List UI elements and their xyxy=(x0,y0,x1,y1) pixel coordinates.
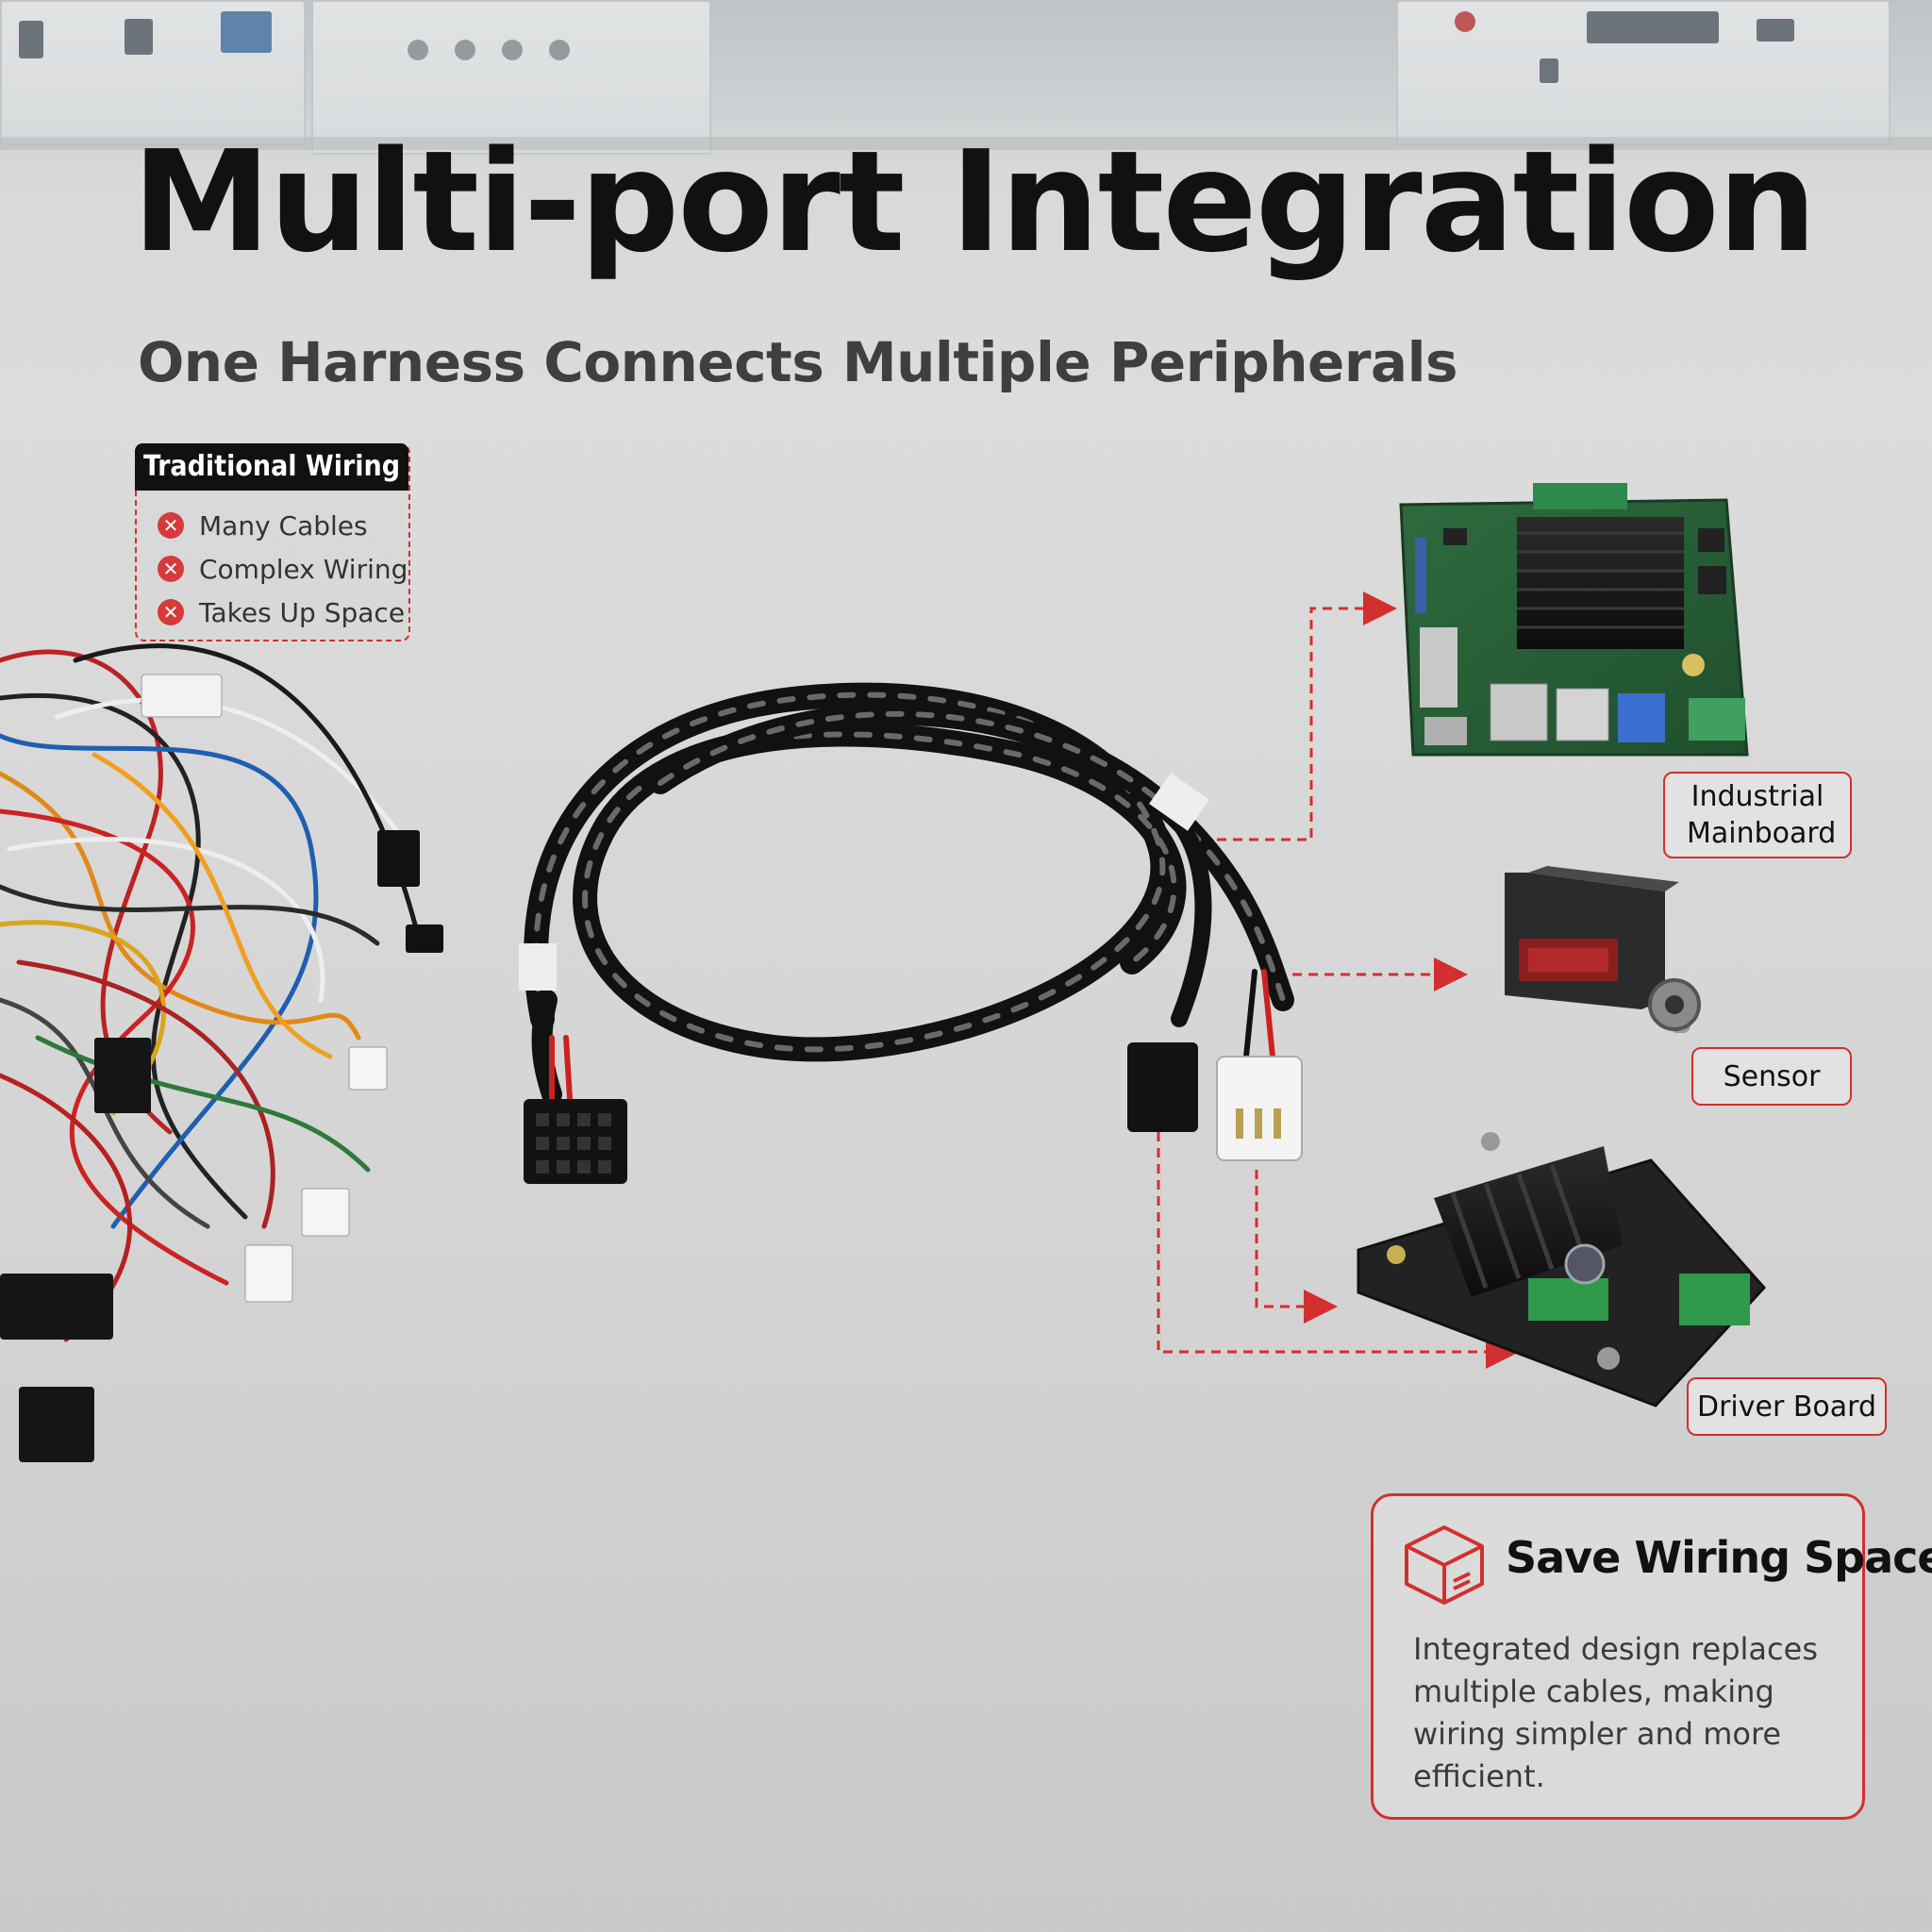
loose-connectors xyxy=(0,674,443,1462)
benefit-description: Integrated design replaces multiple cabl… xyxy=(1413,1631,1818,1794)
list-item-label: Many Cables xyxy=(199,509,368,541)
list-item: ✕ Takes Up Space xyxy=(158,591,408,634)
page-title: Multi-port Integration xyxy=(132,121,1817,283)
lab-background xyxy=(0,0,1932,165)
label-driver-board: Driver Board xyxy=(1687,1377,1887,1436)
lab-equipment xyxy=(0,0,306,145)
page-subtitle: One Harness Connects Multiple Peripheral… xyxy=(138,330,1457,394)
list-item-label: Complex Wiring xyxy=(199,553,408,585)
box-icon xyxy=(1405,1525,1484,1605)
traditional-wiring-heading: Traditional Wiring xyxy=(135,443,408,491)
driver-board-image xyxy=(1357,1132,1767,1407)
list-item: ✕ Complex Wiring xyxy=(158,547,408,591)
tangled-wires xyxy=(0,643,418,1342)
connection-arrows xyxy=(1157,591,1520,1369)
label-industrial-mainboard: Industrial Mainboard xyxy=(1663,772,1852,858)
sensor-image xyxy=(1505,866,1701,1033)
list-item: ✕ Many Cables xyxy=(158,504,408,547)
traditional-wiring-card: Traditional Wiring ✕ Many Cables ✕ Complex… xyxy=(135,443,410,641)
traditional-wiring-list: ✕ Many Cables ✕ Complex Wiring ✕ Takes Up S… xyxy=(158,504,408,634)
lab-equipment xyxy=(1396,0,1890,145)
label-sensor: Sensor xyxy=(1691,1047,1852,1106)
x-circle-icon: ✕ xyxy=(158,512,184,539)
lab-equipment xyxy=(311,0,711,155)
x-circle-icon: ✕ xyxy=(158,556,184,582)
harness-connector xyxy=(1127,1042,1198,1132)
benefit-card: Save Wiring Space Integrated design repl… xyxy=(1371,1493,1932,1820)
benefit-title: Save Wiring Space xyxy=(1506,1532,1932,1583)
x-circle-icon: ✕ xyxy=(158,599,184,625)
list-item-label: Takes Up Space xyxy=(199,596,406,628)
industrial-mainboard-image xyxy=(1399,483,1749,757)
